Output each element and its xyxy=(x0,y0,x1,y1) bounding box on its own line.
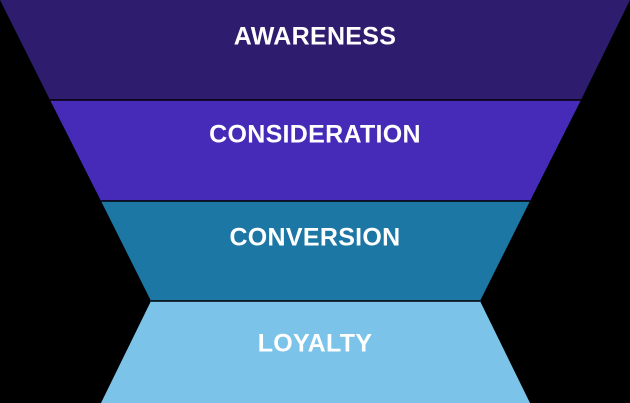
funnel-stage-awareness xyxy=(0,0,630,100)
funnel-stage-loyalty-label: LOYALTY xyxy=(258,330,373,358)
funnel-stage-awareness-label: AWARENESS xyxy=(234,23,396,51)
funnel-stage-conversion xyxy=(101,201,530,301)
funnel-stage-consideration xyxy=(50,100,581,201)
funnel-labels: AWARENESS CONSIDERATION CONVERSION LOYALTY xyxy=(209,23,421,358)
funnel-stage-loyalty xyxy=(101,301,530,403)
funnel-stage-consideration-label: CONSIDERATION xyxy=(209,121,421,149)
funnel-stage-conversion-label: CONVERSION xyxy=(229,224,400,252)
